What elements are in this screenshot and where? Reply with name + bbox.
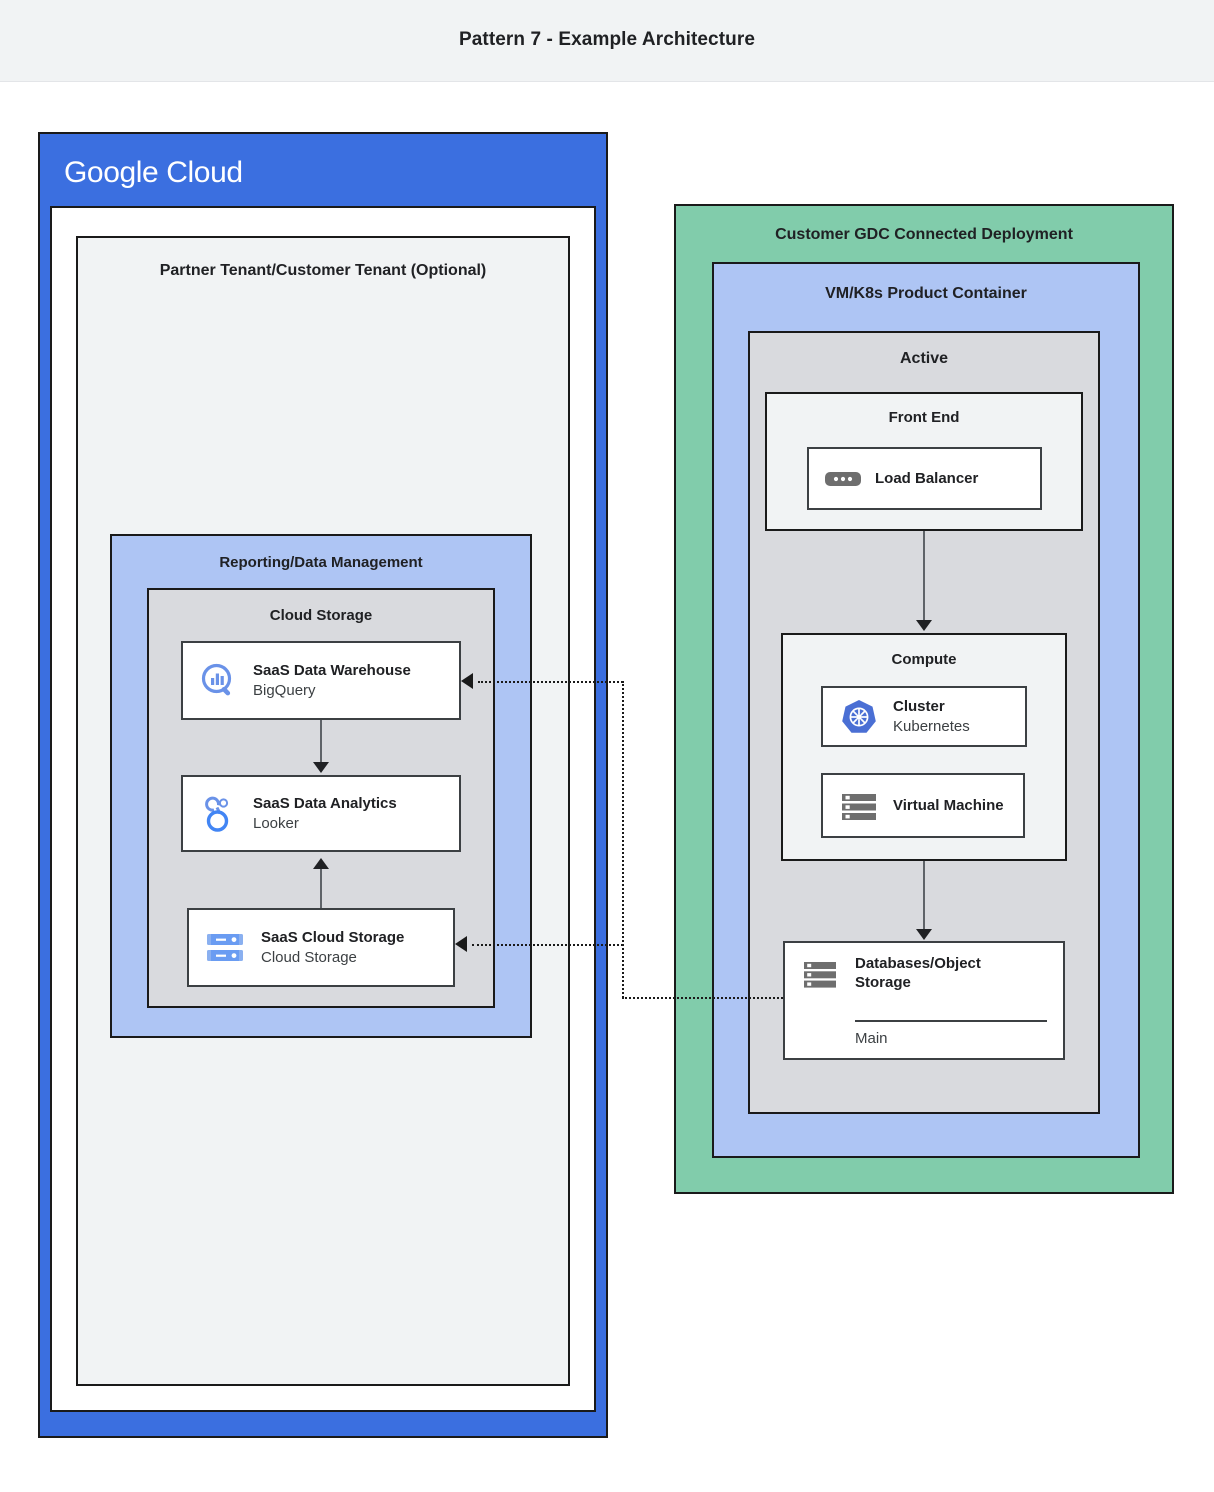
arrow-warehouse-to-analytics-line — [320, 720, 322, 764]
virtual-machine-title: Virtual Machine — [893, 796, 1004, 814]
load-balancer-title: Load Balancer — [875, 469, 979, 487]
page-title: Pattern 7 - Example Architecture — [458, 29, 756, 50]
arrow-storage-to-analytics-line — [320, 868, 322, 908]
virtual-machine-text: Virtual Machine — [893, 796, 1004, 816]
dotted-connector-to-data-warehouse — [478, 681, 623, 683]
vm-k8s-product-container-title: VM/K8s Product Container — [825, 285, 1027, 302]
virtual-machine-icon — [839, 786, 879, 826]
dotted-connector-from-database — [622, 997, 783, 999]
arrow-warehouse-to-analytics-head — [313, 762, 329, 773]
arrow-storage-to-analytics-head — [313, 858, 329, 869]
cluster-subtitle: Kubernetes — [893, 717, 970, 735]
virtual-machine-card[interactable]: Virtual Machine — [821, 773, 1025, 838]
arrow-compute-to-database-head — [916, 929, 932, 940]
active-title: Active — [899, 350, 949, 367]
arrow-frontend-to-compute-line — [923, 531, 925, 621]
customer-gdc-title: Customer GDC Connected Deployment — [775, 226, 1073, 243]
saas-data-analytics-card[interactable]: SaaS Data Analytics Looker — [181, 775, 461, 852]
arrow-compute-to-database-line — [923, 861, 925, 931]
saas-data-warehouse-subtitle: BigQuery — [253, 681, 316, 699]
saas-data-analytics-subtitle: Looker — [253, 814, 299, 832]
dotted-connector-vertical-spine — [622, 681, 624, 998]
databases-object-storage-title: Databases/Object Storage — [855, 954, 981, 992]
saas-cloud-storage-text: SaaS Cloud Storage Cloud Storage — [261, 928, 404, 967]
load-balancer-card[interactable]: Load Balancer — [807, 447, 1042, 510]
reporting-data-management-title: Reporting/Data Management — [219, 554, 423, 571]
logo-google-word: Google — [64, 156, 159, 189]
front-end-title: Front End — [888, 409, 960, 426]
dotted-connector-data-warehouse-head — [461, 673, 473, 689]
bigquery-icon — [199, 661, 239, 701]
saas-data-warehouse-text: SaaS Data Warehouse BigQuery — [253, 661, 411, 700]
saas-cloud-storage-card[interactable]: SaaS Cloud Storage Cloud Storage — [187, 908, 455, 987]
saas-data-analytics-title: SaaS Data Analytics — [253, 795, 397, 812]
google-cloud-logo: Google Cloud — [64, 156, 243, 190]
cluster-card[interactable]: Cluster Kubernetes — [821, 686, 1027, 747]
looker-icon — [199, 794, 239, 834]
databases-object-storage-card[interactable]: Databases/Object Storage Main — [783, 941, 1065, 1060]
cluster-text: Cluster Kubernetes — [893, 697, 970, 736]
saas-cloud-storage-title: SaaS Cloud Storage — [261, 929, 405, 946]
saas-data-analytics-text: SaaS Data Analytics Looker — [253, 794, 397, 833]
database-icon — [801, 953, 841, 993]
databases-object-storage-header: Databases/Object Storage — [785, 953, 1063, 993]
saas-data-warehouse-card[interactable]: SaaS Data Warehouse BigQuery — [181, 641, 461, 720]
cluster-title: Cluster — [893, 698, 945, 715]
title-bar: Pattern 7 - Example Architecture — [0, 0, 1214, 82]
load-balancer-text: Load Balancer — [875, 469, 978, 489]
cloud-storage-group-title: Cloud Storage — [269, 607, 373, 624]
saas-data-warehouse-title: SaaS Data Warehouse — [253, 662, 411, 679]
dotted-connector-to-cloud-storage — [472, 944, 623, 946]
kubernetes-icon — [839, 697, 879, 737]
databases-instance-label: Main — [855, 1030, 888, 1047]
saas-cloud-storage-subtitle: Cloud Storage — [261, 948, 357, 966]
load-balancer-icon — [825, 469, 861, 489]
logo-cloud-word: Cloud — [166, 156, 243, 189]
cloud-storage-icon — [205, 930, 247, 966]
compute-title: Compute — [891, 651, 957, 668]
dotted-connector-cloud-storage-head — [455, 936, 467, 952]
arrow-frontend-to-compute-head — [916, 620, 932, 631]
databases-divider — [855, 1020, 1047, 1022]
partner-tenant-title: Partner Tenant/Customer Tenant (Optional… — [159, 262, 487, 279]
